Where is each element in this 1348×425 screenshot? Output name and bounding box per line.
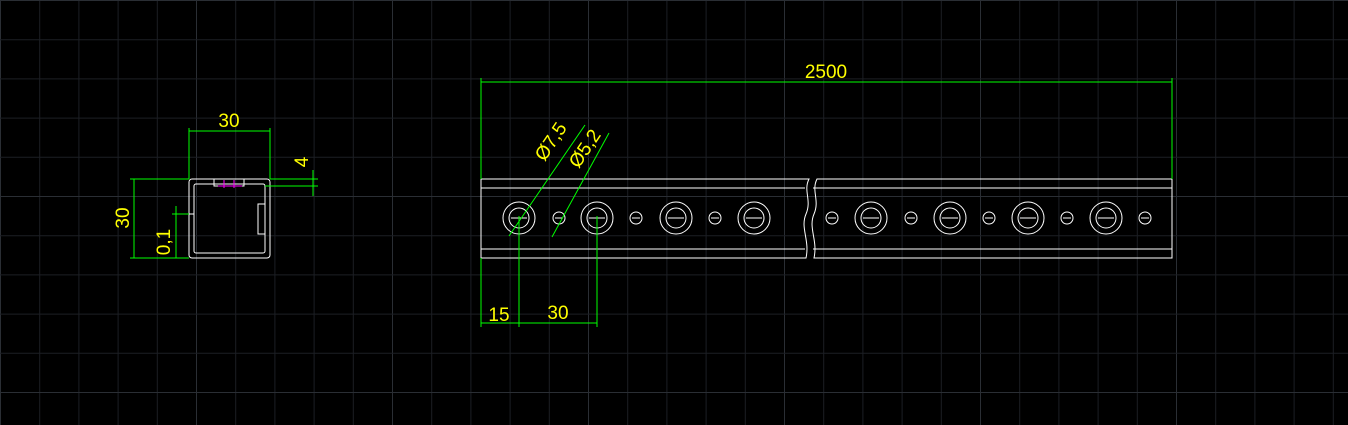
rail-outline-right [811,178,1173,259]
large-hole-outer [1011,201,1045,235]
rail-holes [502,201,1152,235]
small-hole [1060,211,1074,225]
section-inner-outline [193,183,266,254]
large-hole [933,201,967,235]
large-hole-inner [1017,207,1039,229]
dim-small-hole-label: Ø5,2 [565,126,605,172]
small-hole-outline [982,211,996,225]
dim-wall-label: 4 [292,156,313,167]
rail-inner-edge-left [481,187,805,250]
large-hole [737,201,771,235]
large-hole [854,201,888,235]
section-top-slot [213,178,245,187]
large-hole-inner [860,207,882,229]
large-hole-outer [659,201,693,235]
large-hole-inner [1095,207,1117,229]
dim-pitch-label: 30 [547,303,568,324]
section-view: 30 30 4 0,1 [113,111,318,259]
large-hole-outer [1089,201,1123,235]
section-side-slot [257,203,266,235]
small-hole-outline [708,211,722,225]
small-hole [982,211,996,225]
small-hole-outline [904,211,918,225]
leader-small-hole [551,132,610,238]
dim-gap-label: 0,1 [154,229,175,255]
large-hole-outer [933,201,967,235]
large-hole-inner [939,207,961,229]
small-hole [708,211,722,225]
leader-big-hole [508,124,586,237]
large-hole [1089,201,1123,235]
small-hole-outline [1138,211,1152,225]
large-hole-outer [737,201,771,235]
large-hole-outer [854,201,888,235]
small-hole [1138,211,1152,225]
large-hole [1011,201,1045,235]
small-hole-outline [825,211,839,225]
large-hole-inner [665,207,687,229]
small-hole [904,211,918,225]
large-hole [659,201,693,235]
small-hole-outline [629,211,643,225]
dim-length-label: 2500 [805,62,847,83]
side-view: 2500 Ø7,5 Ø5,2 15 30 [480,62,1173,327]
small-hole [825,211,839,225]
rail-outline-left [480,178,810,259]
small-hole [552,211,566,225]
small-hole-outline [1060,211,1074,225]
dim-width-label: 30 [218,111,239,132]
dim-height-label: 30 [113,207,134,228]
large-hole-inner [743,207,765,229]
rail-inner-edge-right [813,187,1172,250]
small-hole [629,211,643,225]
dim-first-offset-label: 15 [488,305,509,326]
